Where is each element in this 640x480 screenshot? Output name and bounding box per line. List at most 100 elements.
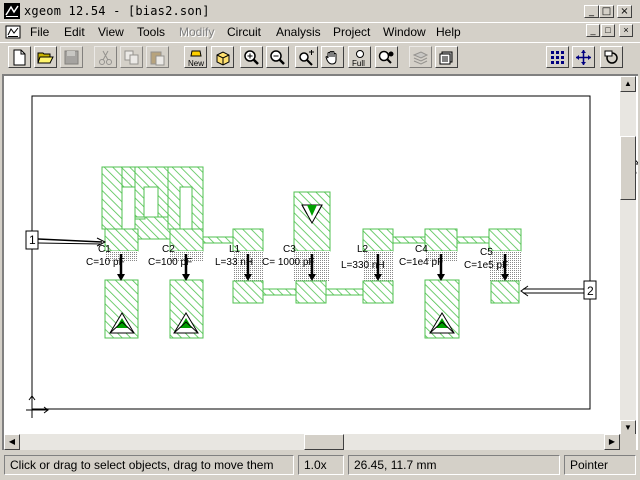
- horizontal-scroll-thumb[interactable]: [304, 434, 344, 450]
- vertical-scrollbar[interactable]: ▲ ▼: [620, 76, 636, 436]
- trace-c4-c5[interactable]: [456, 236, 490, 244]
- l2-name: L2: [357, 244, 369, 255]
- new-file-icon: [13, 49, 26, 66]
- toolbar: New Full 0 ▼: [0, 42, 640, 111]
- cut-button[interactable]: [94, 46, 117, 68]
- zoom-in-button[interactable]: [240, 46, 263, 68]
- rotate-button[interactable]: [600, 46, 623, 68]
- pad-l1-bottom[interactable]: [232, 280, 264, 304]
- menu-edit[interactable]: Edit: [64, 25, 85, 39]
- c3-value: C= 1000 pF: [262, 257, 315, 268]
- mdi-restore-button[interactable]: □: [601, 24, 615, 37]
- via-c3[interactable]: [301, 204, 323, 225]
- menu-analysis[interactable]: Analysis: [276, 25, 321, 39]
- scroll-right-button[interactable]: ▶: [604, 434, 620, 450]
- via-c4[interactable]: [429, 312, 455, 334]
- zoom-options-button[interactable]: [375, 46, 398, 68]
- menu-window[interactable]: Window: [383, 25, 426, 39]
- folder-open-icon: [37, 52, 54, 64]
- trace-l1-c3[interactable]: [262, 288, 297, 296]
- status-zoom: 1.0x: [298, 455, 344, 475]
- save-button[interactable]: [60, 46, 83, 68]
- save-icon: [64, 50, 79, 65]
- pad-c4-top[interactable]: [424, 228, 458, 252]
- xgeom-app-icon[interactable]: [4, 3, 20, 19]
- menu-view[interactable]: View: [98, 25, 124, 39]
- open-button[interactable]: [34, 46, 57, 68]
- new-file-button[interactable]: [8, 46, 31, 68]
- status-mode: Pointer: [564, 455, 636, 475]
- zoom-area-button[interactable]: [295, 46, 318, 68]
- copy-button[interactable]: [120, 46, 143, 68]
- pad-c2-top[interactable]: [169, 228, 204, 252]
- meander-right-slot: [179, 186, 193, 230]
- port-2[interactable]: 2: [520, 280, 597, 300]
- maximize-button[interactable]: □: [599, 5, 614, 18]
- rotate-icon: [604, 50, 618, 64]
- menu-circuit[interactable]: Circuit: [227, 25, 262, 39]
- stack-icon: [439, 51, 453, 65]
- copy-icon: [124, 50, 139, 65]
- menu-project[interactable]: Project: [333, 25, 371, 39]
- cut-icon: [99, 50, 112, 65]
- mdi-close-button[interactable]: ×: [619, 24, 633, 37]
- layers-icon: [412, 51, 429, 65]
- c5-value: C=1e5 pF: [464, 260, 508, 271]
- port-1[interactable]: 1: [25, 230, 107, 250]
- restore-icon: □: [605, 25, 611, 35]
- minimize-button[interactable]: _: [584, 5, 599, 18]
- layer-3d-button[interactable]: [409, 46, 432, 68]
- c2-name: C2: [162, 244, 175, 255]
- pad-c5-bottom[interactable]: [490, 280, 520, 304]
- origin-marker: [26, 395, 49, 418]
- zoom-full-button[interactable]: Full: [348, 46, 371, 68]
- pan-button[interactable]: [321, 46, 344, 68]
- menu-modify[interactable]: Modify: [179, 25, 215, 39]
- close-icon: ×: [620, 6, 629, 17]
- menu-file[interactable]: File: [30, 25, 50, 39]
- move-origin-button[interactable]: [572, 46, 595, 68]
- new-geometry-button[interactable]: New: [184, 46, 207, 68]
- pad-c5-top[interactable]: [488, 228, 522, 252]
- hand-icon: [325, 51, 337, 65]
- trace-c3-l2[interactable]: [325, 288, 364, 296]
- via-c2[interactable]: [173, 312, 199, 334]
- trace-l2-c4[interactable]: [392, 236, 426, 244]
- scroll-up-button[interactable]: ▲: [620, 76, 636, 92]
- edit-3d-button[interactable]: [211, 46, 234, 68]
- zoom-full-icon: Full: [352, 50, 365, 68]
- arrow-up-icon: ▲: [624, 79, 632, 88]
- c1-name: C1: [98, 244, 111, 255]
- close-button[interactable]: ×: [617, 5, 632, 18]
- l1-value: L=33 nH: [215, 257, 253, 268]
- menu-tools[interactable]: Tools: [137, 25, 166, 39]
- paste-button[interactable]: [146, 46, 169, 68]
- layer-stack-button[interactable]: [435, 46, 458, 68]
- vertical-scroll-thumb[interactable]: [620, 136, 636, 200]
- port-1-label: 1: [29, 233, 36, 247]
- layout-view[interactable]: C1 C=10 pF C2 C=100 pF L1 L=33 nH C3 C= …: [4, 76, 622, 434]
- c5-name: C5: [480, 247, 493, 258]
- document-icon[interactable]: [5, 24, 21, 40]
- status-hint: Click or drag to select objects, drag to…: [4, 455, 294, 475]
- l1-name: L1: [229, 244, 241, 255]
- menu-help[interactable]: Help: [436, 25, 461, 39]
- port-2-label: 2: [587, 284, 594, 298]
- grid-snap-button[interactable]: [546, 46, 569, 68]
- new-geometry-icon: New: [188, 50, 204, 68]
- arrow-right-icon: ▶: [608, 437, 616, 446]
- c2-value: C=100 pF: [148, 257, 192, 268]
- pad-c3-bottom[interactable]: [295, 280, 327, 304]
- meander-left-arm[interactable]: [101, 166, 123, 230]
- trace-c2-l1[interactable]: [202, 236, 234, 244]
- zoom-out-button[interactable]: [266, 46, 289, 68]
- horizontal-scrollbar[interactable]: ◀ ▶: [4, 434, 620, 450]
- pad-l2-bottom[interactable]: [362, 280, 394, 304]
- via-c1[interactable]: [109, 312, 135, 334]
- mdi-minimize-button[interactable]: _: [586, 24, 600, 37]
- arrow-left-icon: ◀: [8, 437, 16, 446]
- drawing-canvas[interactable]: C1 C=10 pF C2 C=100 pF L1 L=33 nH C3 C= …: [2, 74, 638, 450]
- minimize-icon: _: [589, 6, 594, 17]
- scroll-left-button[interactable]: ◀: [4, 434, 20, 450]
- close-icon: ×: [623, 25, 629, 35]
